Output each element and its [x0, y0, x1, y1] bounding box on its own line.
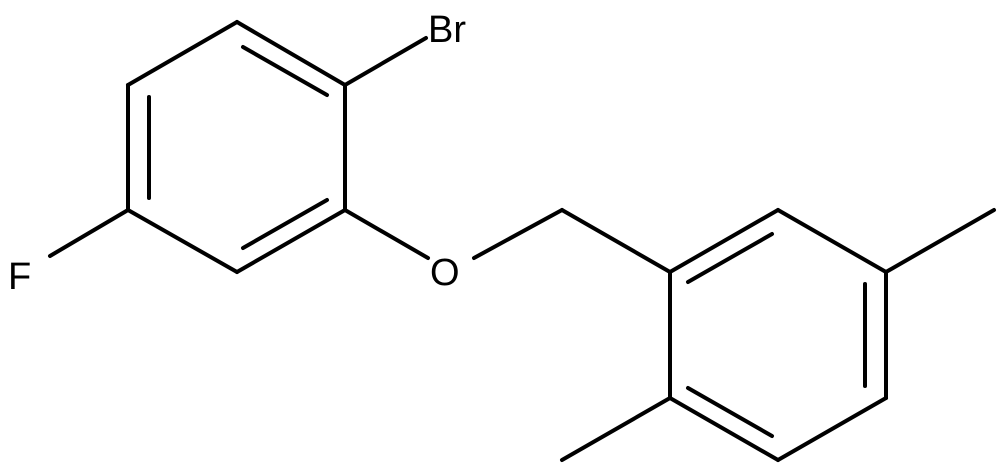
bond-b2-b3 [776, 208, 888, 274]
bond-ch2-ring-b [560, 208, 672, 274]
bond-c-br [343, 36, 428, 87]
bond-a6-a1 [126, 20, 239, 87]
bond-b5-b6 [668, 396, 780, 462]
bond-c-o [343, 208, 430, 260]
atom-label-oxygen: O [430, 252, 460, 294]
bond-b4-b5 [776, 396, 888, 462]
bond-c-f [48, 208, 130, 258]
bond-a3-a4-inner [241, 198, 329, 250]
bond-a3-a4 [235, 208, 347, 274]
atom-label-fluorine: F [8, 256, 31, 298]
ring-a-bromofluorophenyl [126, 20, 347, 274]
bond-b1-b2-inner [686, 232, 774, 284]
bond-a1-a2 [235, 20, 347, 87]
bond-b1-b2 [668, 208, 780, 274]
ring-b-dimethylphenyl [668, 208, 888, 462]
bond-methyl-2 [560, 396, 672, 462]
bond-a4-a5 [126, 208, 239, 274]
bond-b5-b6-inner [686, 386, 774, 438]
bond-o-ch2 [472, 208, 564, 260]
bond-a1-a2-inner [241, 45, 329, 97]
atom-label-bromine: Br [428, 9, 466, 51]
bond-methyl-5 [884, 208, 996, 274]
